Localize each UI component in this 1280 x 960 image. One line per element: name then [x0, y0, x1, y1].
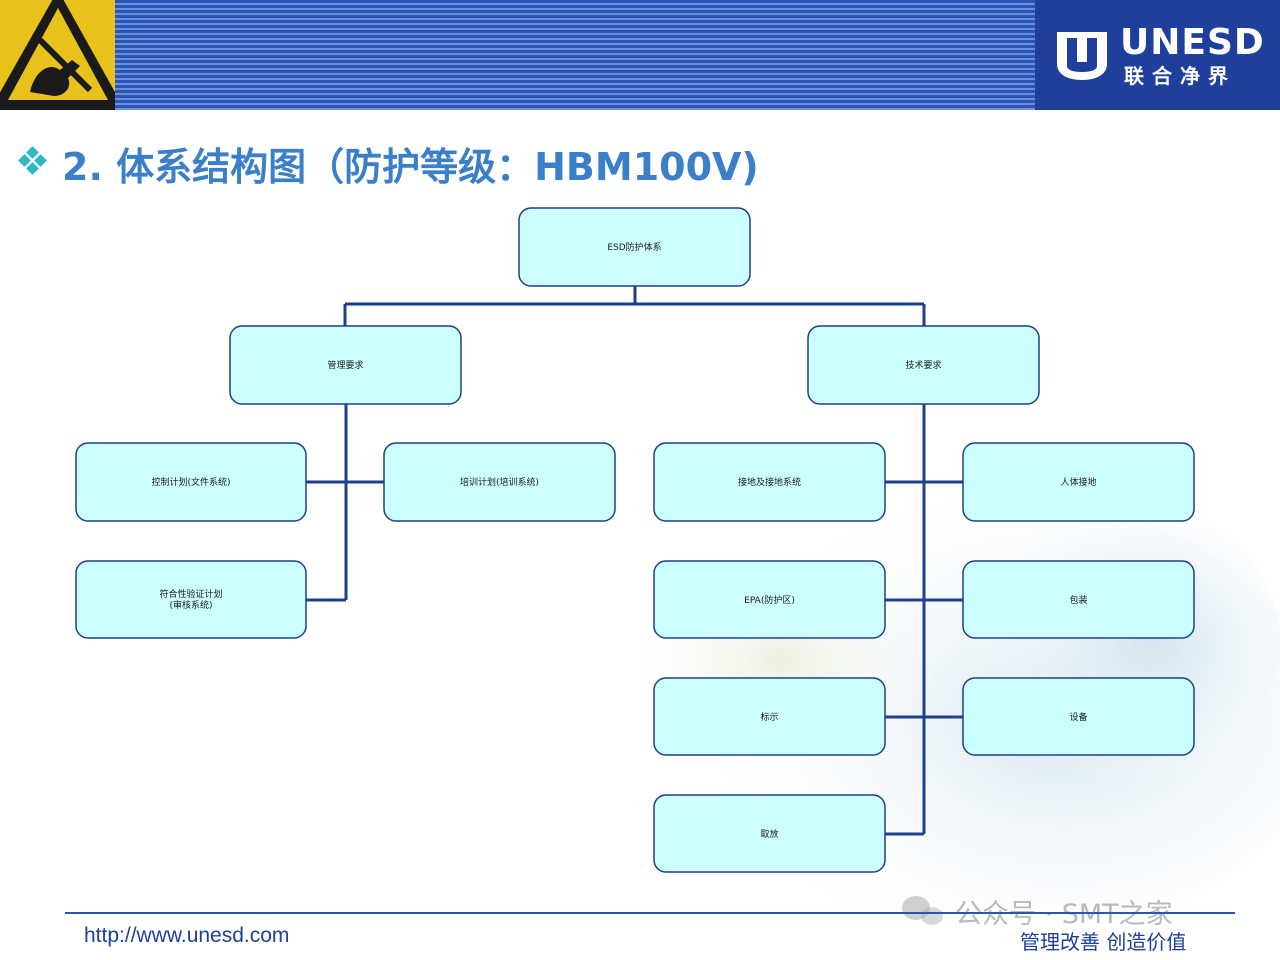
node-marking: 标示: [653, 677, 886, 756]
node-epa-label: EPA(防护区): [744, 594, 795, 606]
diamond-bullet-icon: [18, 146, 47, 175]
header-stripes: [115, 0, 1035, 110]
node-technical-label: 技术要求: [905, 359, 941, 371]
unesd-logo-icon: [1057, 32, 1107, 80]
node-grounding-system: 接地及接地系统: [653, 442, 886, 522]
footer-url-link[interactable]: http://www.unesd.com: [84, 924, 290, 947]
node-technical: 技术要求: [807, 325, 1040, 405]
logo-text: UNESD: [1120, 22, 1265, 63]
node-handling-label: 取放: [760, 828, 778, 840]
logo-subtitle: 联合净界: [1124, 64, 1236, 88]
node-packaging-label: 包装: [1069, 594, 1087, 606]
node-marking-label: 标示: [760, 711, 778, 723]
esd-warning-icon: [0, 0, 115, 110]
footer-slogan: 管理改善 创造价值: [1020, 930, 1187, 954]
page-title: 2. 体系结构图（防护等级：HBM100V): [62, 145, 759, 189]
node-body-grounding-label: 人体接地: [1060, 476, 1096, 488]
node-epa: EPA(防护区): [653, 560, 886, 639]
wechat-icon: [902, 896, 930, 920]
node-handling: 取放: [653, 794, 886, 873]
node-root: ESD防护体系: [518, 207, 751, 287]
header-banner: UNESD 联合净界: [0, 0, 1280, 110]
footer-divider: [65, 912, 1235, 914]
node-control-plan: 控制计划(文件系统): [75, 442, 307, 522]
wechat-watermark: [902, 896, 943, 925]
node-equipment: 设备: [962, 677, 1195, 756]
watermark-text: 公众号 · SMT之家: [955, 899, 1173, 930]
node-packaging: 包装: [962, 560, 1195, 639]
node-compliance-plan-label: 符合性验证计划: [159, 588, 222, 600]
node-management-label: 管理要求: [327, 359, 363, 371]
node-management: 管理要求: [229, 325, 462, 405]
node-equipment-label: 设备: [1069, 711, 1087, 723]
node-grounding-system-label: 接地及接地系统: [738, 476, 801, 488]
node-compliance-plan-sublabel: (审核系统): [169, 599, 212, 611]
node-training-plan: 培训计划(培训系统): [383, 442, 616, 522]
node-training-plan-label: 培训计划(培训系统): [460, 476, 539, 488]
node-body-grounding: 人体接地: [962, 442, 1195, 522]
logo-panel: [1035, 0, 1280, 110]
node-compliance-plan: 符合性验证计划 (审核系统): [75, 560, 307, 639]
node-root-label: ESD防护体系: [607, 241, 661, 253]
connector-lines: [306, 286, 963, 836]
node-control-plan-label: 控制计划(文件系统): [151, 476, 230, 488]
